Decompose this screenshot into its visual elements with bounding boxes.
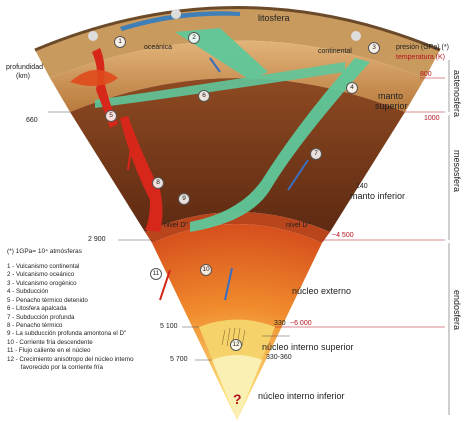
legend-item: 10 - Corriente fría descendente bbox=[7, 338, 93, 346]
blue-arrow-2 bbox=[287, 159, 309, 191]
temp-4500: ~4 500 bbox=[332, 232, 354, 239]
legend-item: 2 - Vulcanismo oceánico bbox=[7, 271, 75, 279]
volcano-smoke-2 bbox=[171, 9, 181, 19]
label-nucleo-interno-inferior: núcleo interno inferior bbox=[258, 391, 345, 401]
temp-800: 800 bbox=[420, 71, 432, 78]
label-oceanica: oceánica bbox=[144, 44, 173, 51]
marker-4: 4 bbox=[346, 82, 358, 94]
pressure-330-360: 330-360 bbox=[266, 354, 292, 361]
marker-9: 9 bbox=[178, 193, 190, 205]
label-nivel-d-left: nivel D" bbox=[164, 222, 188, 229]
label-manto-inferior: manto inferior bbox=[350, 191, 406, 201]
marker-8: 8 bbox=[152, 177, 164, 189]
depth-title: profundidad bbox=[6, 64, 43, 71]
pressure-note: (*) 1GPa= 10⁴ atmósferas bbox=[7, 248, 82, 255]
marker-1: 1 bbox=[114, 36, 126, 48]
upper-mantle bbox=[50, 40, 425, 112]
legend: 1 - Vulcanismo continental 2 - Vulcanism… bbox=[7, 263, 134, 372]
temp-1000: 1000 bbox=[424, 115, 440, 122]
legend-item: favorecido por la corriente fría bbox=[7, 364, 103, 372]
inner-core-lower bbox=[212, 355, 262, 420]
zone-astenosfera: astenosfera bbox=[452, 70, 462, 118]
depth-660: 660 bbox=[26, 117, 38, 124]
surface-line bbox=[34, 6, 441, 52]
label-continental: continental bbox=[318, 48, 352, 55]
legend-item: 5 - Penacho térmico detenido bbox=[7, 296, 88, 304]
label-manto-superior-2: superior bbox=[375, 101, 408, 111]
temp-6000: ~6 000 bbox=[290, 320, 312, 327]
marker-3: 3 bbox=[368, 42, 380, 54]
marker-11: 11 bbox=[150, 268, 162, 280]
slab-deep-subduction bbox=[190, 58, 370, 232]
volcano-smoke-1 bbox=[88, 31, 98, 41]
red-arrow-2 bbox=[159, 269, 171, 301]
legend-item: 6 - Litosfera apalcada bbox=[7, 305, 67, 313]
marker-12: 12 bbox=[230, 339, 242, 351]
pressure-140: 140 bbox=[356, 183, 368, 190]
volcano-smoke-3 bbox=[351, 31, 361, 41]
legend-item: 9 - La subducción profunda amontona el D… bbox=[7, 330, 127, 338]
label-nucleo-externo: núcleo externo bbox=[292, 286, 352, 296]
label-manto-superior-1: manto bbox=[378, 91, 404, 101]
label-nivel-d-right: nivel D" bbox=[286, 222, 310, 229]
marker-7: 7 bbox=[310, 148, 322, 160]
zone-mesosfera: mesosfera bbox=[452, 150, 462, 193]
plume-continental bbox=[92, 48, 118, 128]
legend-item: 1 - Vulcanismo continental bbox=[7, 263, 80, 270]
slab-litosfera-apalcada bbox=[95, 62, 345, 108]
depth-2900: 2 900 bbox=[88, 236, 106, 243]
legend-item: 8 - Penacho térmico bbox=[7, 321, 63, 329]
marker-10: 10 bbox=[200, 264, 212, 276]
legend-item: 4 - Subducción bbox=[7, 288, 49, 296]
legend-item: 11 - Flujo caliente en el núcleo bbox=[7, 347, 91, 355]
pressure-title: presión (GPa) (*) bbox=[396, 44, 449, 51]
depth-5100: 5 100 bbox=[160, 323, 178, 330]
zone-endosfera: endosfera bbox=[452, 290, 462, 331]
legend-item: 7 - Subducción profunda bbox=[7, 313, 75, 321]
temperature-title: temperatura (K) bbox=[396, 54, 446, 61]
blue-arrow-3 bbox=[224, 267, 233, 301]
marker-2: 2 bbox=[188, 32, 200, 44]
depth-unit: (km) bbox=[16, 73, 30, 80]
red-arrow-1 bbox=[127, 139, 133, 171]
legend-item: 12 - Crecimiento anisótropo del núcleo i… bbox=[7, 355, 134, 363]
depth-5700: 5 700 bbox=[170, 356, 188, 363]
flow-arrows bbox=[127, 57, 309, 301]
question-mark: ? bbox=[233, 391, 242, 407]
blue-arrow-1 bbox=[209, 57, 221, 73]
d-double-prime-layer bbox=[145, 212, 330, 243]
label-nucleo-interno-superior: núcleo interno superior bbox=[262, 342, 354, 352]
pressure-330: 330 bbox=[274, 320, 286, 327]
label-litosfera: litosfera bbox=[258, 13, 290, 23]
plume-top-pool bbox=[70, 69, 118, 87]
legend-item: 3 - Vulcanismo orogénico bbox=[7, 279, 77, 287]
marker-6: 6 bbox=[198, 90, 210, 102]
marker-5: 5 bbox=[105, 110, 117, 122]
